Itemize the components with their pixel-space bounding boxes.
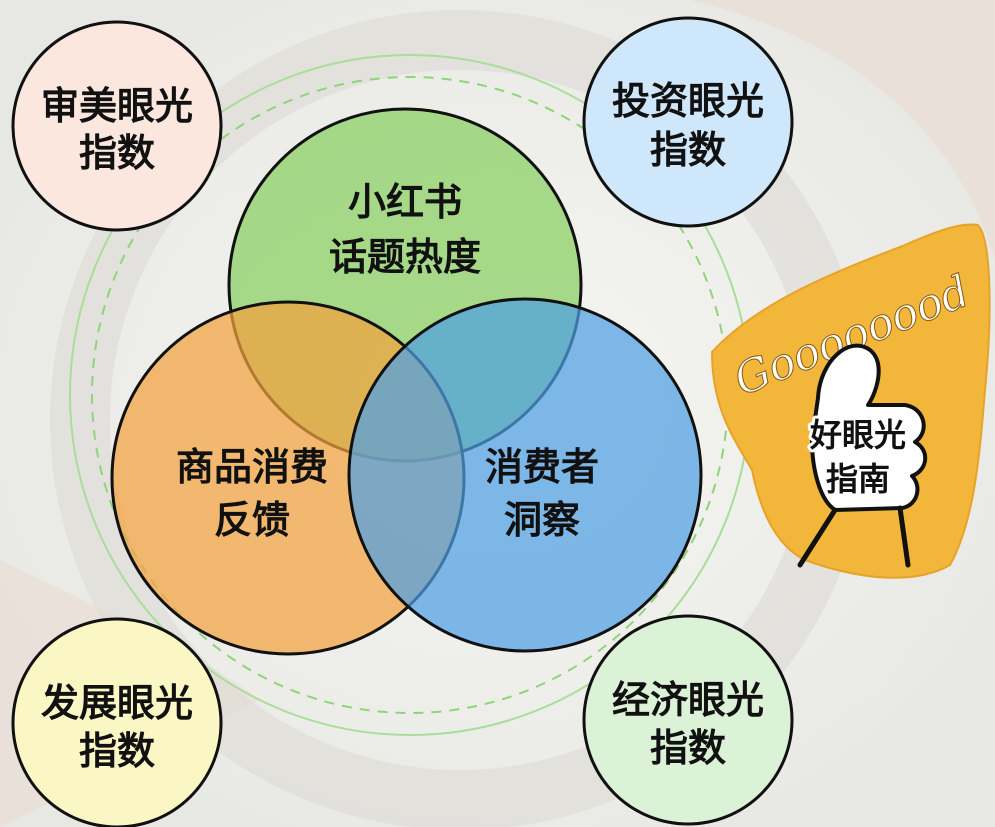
corner-bottom-right-line1: 经济眼光 — [612, 678, 764, 722]
corner-top-right-circle — [582, 16, 794, 228]
corner-top-right-line2: 指数 — [650, 128, 726, 172]
corner-bottom-left-circle — [11, 617, 223, 827]
corner-bottom-right: 经济眼光 指数 — [582, 614, 794, 826]
bg-decoration-top-right — [690, 0, 995, 260]
corner-bottom-right-line2: 指数 — [650, 726, 726, 770]
corner-bottom-left: 发展眼光 指数 — [11, 617, 223, 827]
corner-top-left-circle — [11, 20, 223, 232]
corner-top-right-line1: 投资眼光 — [612, 79, 764, 123]
venn-right-line1: 消费者 — [485, 445, 599, 489]
corner-top-left-line1: 审美眼光 — [41, 84, 193, 128]
venn-left-line1: 商品消费 — [176, 445, 328, 489]
badge-line1: 好眼光 — [809, 416, 906, 454]
corner-bottom-left-line2: 指数 — [79, 729, 155, 773]
badge-line2: 指南 — [826, 460, 890, 498]
corner-top-left-line2: 指数 — [79, 131, 155, 175]
thumb-arm-icon — [797, 505, 911, 568]
corner-top-left: 审美眼光 指数 — [11, 20, 223, 232]
venn-circle-right — [347, 297, 703, 653]
corner-bottom-right-circle — [582, 614, 794, 826]
corner-bottom-left-line1: 发展眼光 — [41, 681, 193, 725]
venn-diagram: 小红书 话题热度 商品消费 反馈 消费者 洞察 — [110, 107, 703, 656]
corner-top-right: 投资眼光 指数 — [582, 16, 794, 228]
venn-right-line2: 洞察 — [504, 498, 580, 542]
venn-top-line1: 小红书 — [348, 180, 462, 224]
venn-top-line2: 话题热度 — [329, 235, 481, 279]
venn-left-line2: 反馈 — [214, 498, 290, 542]
